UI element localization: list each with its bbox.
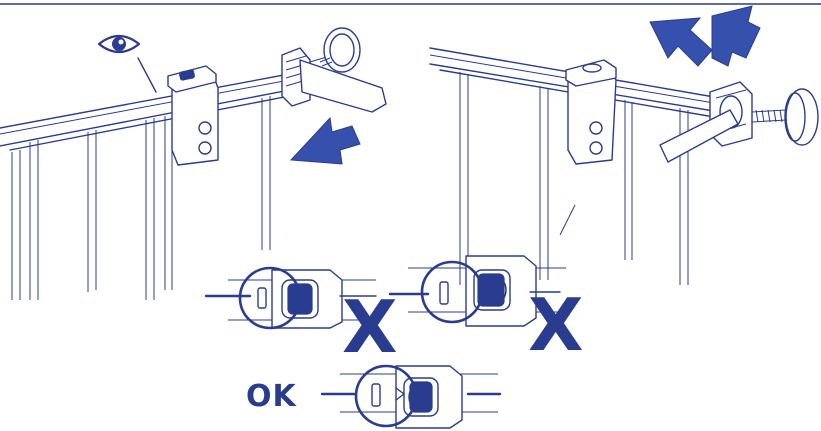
rotate-arrows-icon bbox=[649, 5, 761, 67]
eye-icon bbox=[97, 34, 141, 54]
lock-detail-ok bbox=[320, 364, 502, 429]
lock-detail-wrong-1 bbox=[204, 266, 377, 330]
lock-detail-wrong-2 bbox=[388, 255, 566, 327]
ok-label: OK bbox=[246, 379, 298, 414]
arrow-left-icon bbox=[289, 116, 361, 165]
wrong-mark-1: X bbox=[342, 285, 398, 369]
left-gate-illustration bbox=[0, 27, 387, 300]
wrong-mark-2: X bbox=[528, 283, 584, 367]
right-gate-illustration bbox=[429, 47, 819, 285]
